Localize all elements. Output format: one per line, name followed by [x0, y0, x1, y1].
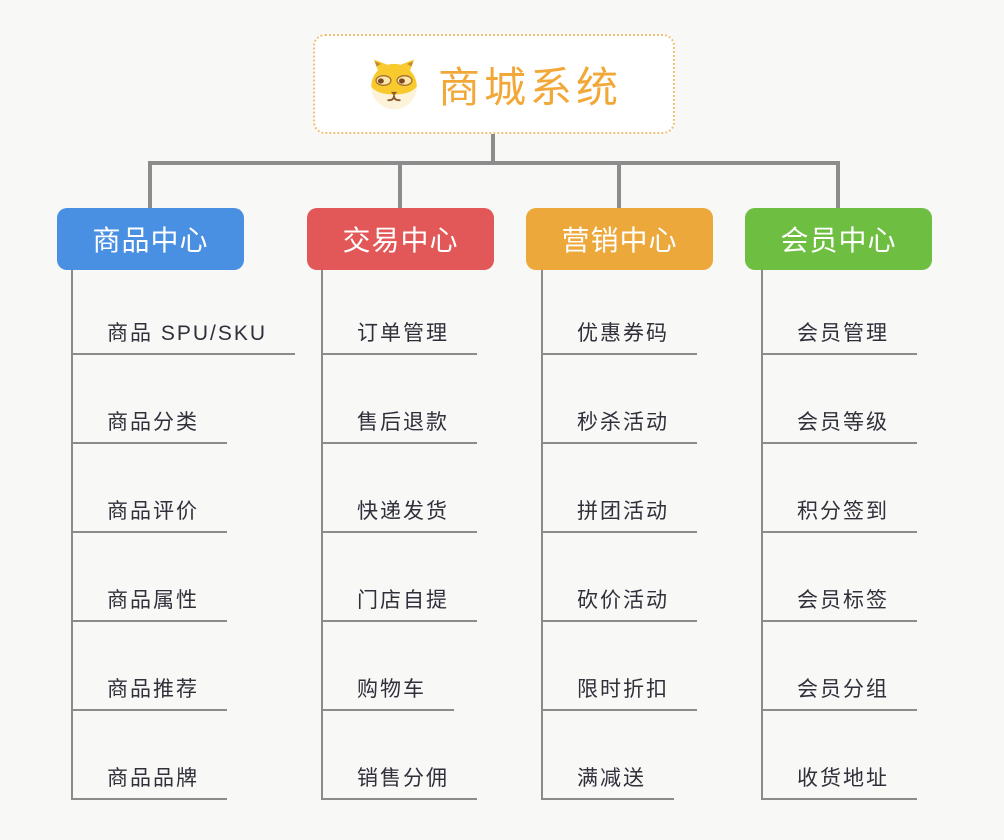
connector-drop-member [836, 161, 840, 208]
branch-node-marketing-center[interactable]: 营销中心 [526, 208, 713, 270]
trunk-line-product [71, 270, 73, 800]
leaf-node-points-checkin[interactable]: 积分签到 [761, 493, 917, 533]
leaf-node-product-review[interactable]: 商品评价 [71, 493, 227, 533]
leaf-node-express-shipping[interactable]: 快递发货 [321, 493, 477, 533]
dog-face-icon [371, 59, 417, 110]
leaf-node-flash-sale[interactable]: 秒杀活动 [541, 404, 697, 444]
connector-drop-product [148, 161, 152, 208]
leaf-node-product-category[interactable]: 商品分类 [71, 404, 227, 444]
leaf-node-coupon-code[interactable]: 优惠券码 [541, 315, 697, 355]
leaf-node-member-tag[interactable]: 会员标签 [761, 582, 917, 622]
root-node-title: 商城系统 [437, 63, 622, 111]
leaf-node-limited-time-discount[interactable]: 限时折扣 [541, 671, 697, 711]
connector-drop-trade [398, 161, 402, 208]
leaf-node-product-brand[interactable]: 商品品牌 [71, 760, 227, 800]
connector-root-stub [491, 134, 495, 163]
leaf-node-shipping-address[interactable]: 收货地址 [761, 760, 917, 800]
leaf-node-sales-commission[interactable]: 销售分佣 [321, 760, 477, 800]
leaf-node-product-spu-sku[interactable]: 商品 SPU/SKU [71, 315, 296, 355]
leaf-node-group-buy[interactable]: 拼团活动 [541, 493, 697, 533]
branch-node-product-center[interactable]: 商品中心 [57, 208, 244, 270]
trunk-line-member [761, 270, 763, 800]
leaf-node-product-recommend[interactable]: 商品推荐 [71, 671, 227, 711]
leaf-node-shopping-cart[interactable]: 购物车 [321, 671, 454, 711]
connector-drop-marketing [617, 161, 621, 208]
leaf-node-member-group[interactable]: 会员分组 [761, 671, 917, 711]
trunk-line-trade [321, 270, 323, 800]
leaf-node-aftersale-refund[interactable]: 售后退款 [321, 404, 477, 444]
leaf-node-member-level[interactable]: 会员等级 [761, 404, 917, 444]
root-node-mall-system[interactable]: 商城系统 [313, 34, 675, 134]
leaf-node-product-attribute[interactable]: 商品属性 [71, 582, 227, 622]
leaf-node-store-pickup[interactable]: 门店自提 [321, 582, 477, 622]
leaf-node-full-reduction[interactable]: 满减送 [541, 760, 674, 800]
connector-bus-line [148, 161, 838, 165]
trunk-line-marketing [541, 270, 543, 800]
branch-node-trade-center[interactable]: 交易中心 [307, 208, 494, 270]
leaf-node-order-management[interactable]: 订单管理 [321, 315, 477, 355]
leaf-node-bargain-activity[interactable]: 砍价活动 [541, 582, 697, 622]
branch-node-member-center[interactable]: 会员中心 [745, 208, 932, 270]
leaf-node-member-management[interactable]: 会员管理 [761, 315, 917, 355]
